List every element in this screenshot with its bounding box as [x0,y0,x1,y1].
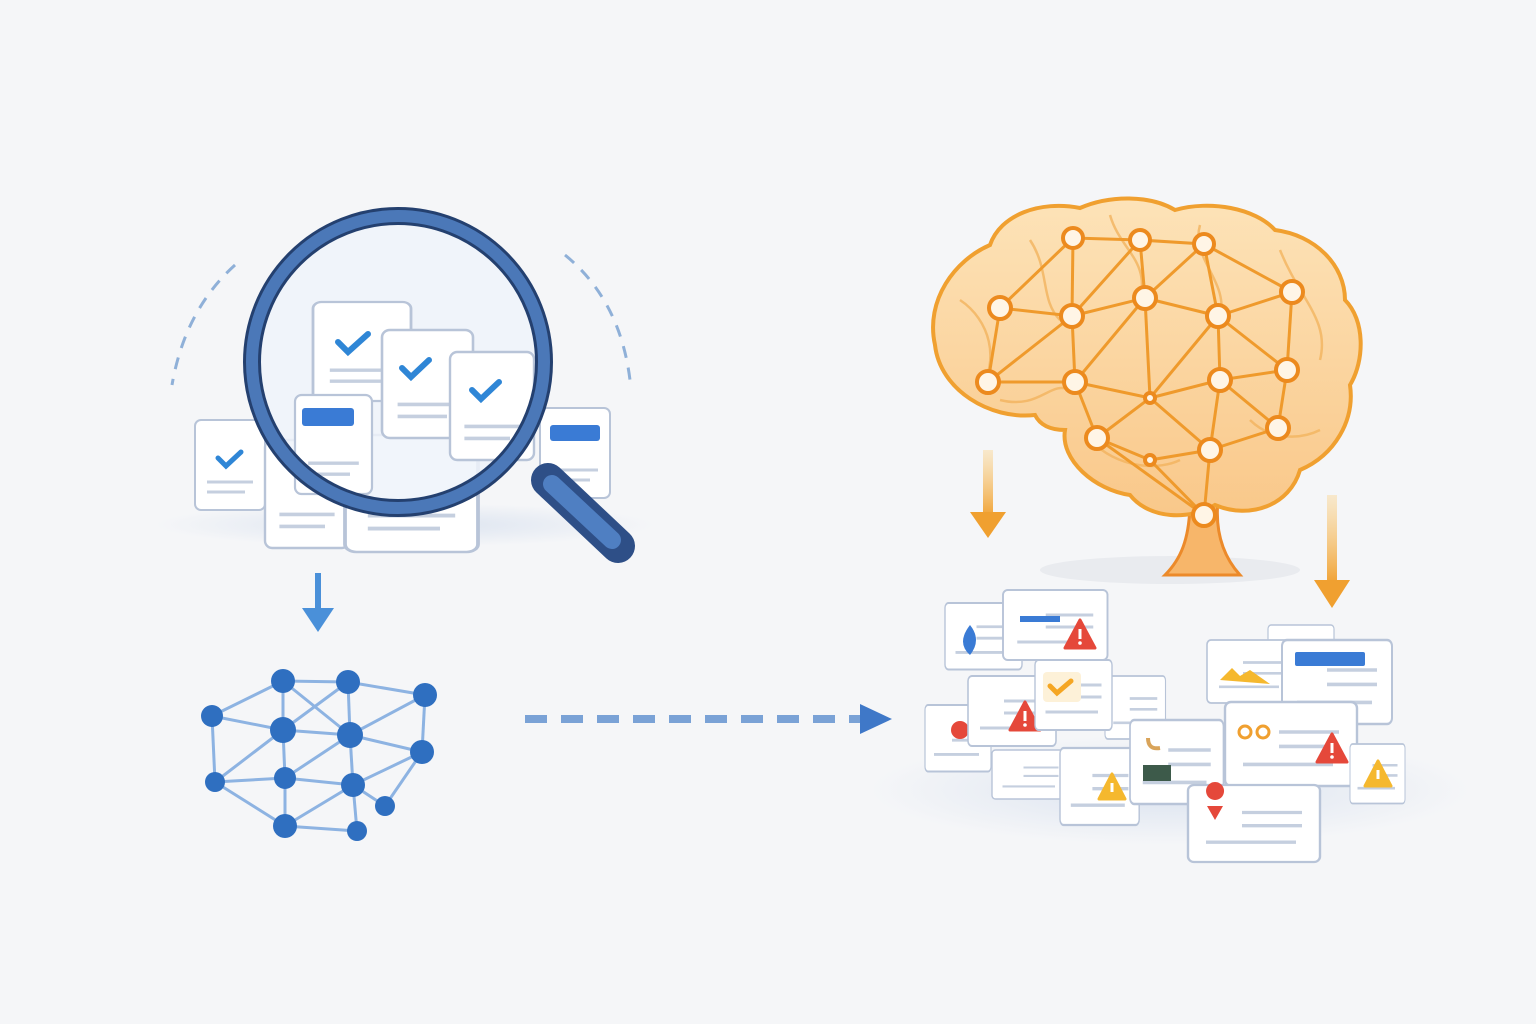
graph-node [337,722,363,748]
graph-edge [1148,315,1220,399]
graph-edge [1070,237,1075,317]
graph-node [1191,502,1217,528]
magnifier-documents-group [155,207,655,563]
graph-edge [352,750,423,787]
graph-node [1205,303,1231,329]
arrow-down-icon [970,450,1006,538]
graph-edge [282,680,349,732]
graph-edge [1285,291,1294,371]
graph-node [273,814,297,838]
graph-edge [1070,238,1142,318]
graph-edge [284,824,358,833]
document-card-warning [1348,742,1407,805]
graph-edge [214,728,284,784]
graph-node [1274,357,1300,383]
graph-node [1084,425,1110,451]
graph-node [1059,303,1085,329]
document-card [943,601,1024,671]
document-card [1128,718,1226,806]
graph-node [336,670,360,694]
graph-node [271,669,295,693]
graph-node [975,369,1001,395]
graph-edge [214,780,286,828]
graph-node [1143,391,1157,405]
graph-edge [349,693,426,737]
graph-node [413,683,437,707]
document-card-warning [1058,746,1141,827]
graph-node [1192,232,1216,256]
graph-edge [987,314,1073,384]
graph-node [205,772,225,792]
graph-edge [1073,297,1147,383]
graph-edge [1149,396,1211,452]
graph-node [1143,453,1157,467]
graph-node [347,821,367,841]
graph-node [1279,279,1305,305]
graph-node [1207,367,1233,393]
graph-node [270,717,296,743]
graph-node [410,740,434,764]
graph-node [1061,226,1085,250]
network-graph-icon [201,669,437,841]
document-check-icon [448,350,536,462]
document-card [990,748,1071,801]
graph-edge [211,679,284,718]
document-card [923,703,993,773]
document-card [1280,638,1394,726]
graph-edge [1143,297,1152,399]
graph-node [1128,228,1152,252]
graph-edge [210,715,217,783]
document-icon [538,406,612,500]
graph-node [341,773,365,797]
document-card [1205,638,1297,705]
graph-edge [284,783,354,828]
document-icon [293,393,374,496]
arrow-down-icon [1314,495,1350,608]
graph-edge [1096,436,1205,517]
dashed-arc-left [170,263,237,386]
graph-node [375,796,395,816]
graph-node [1197,437,1223,463]
graph-node [1265,415,1291,441]
graph-edge [1143,242,1206,300]
document-check-icon [380,328,475,440]
graph-edge [282,679,351,737]
brain-icon [931,196,1363,584]
document-card-check [1033,658,1114,732]
graph-node [1062,369,1088,395]
graph-node [201,705,223,727]
graph-edge [347,680,426,697]
document-card-warning [1223,700,1359,788]
document-card-warning [1001,588,1109,662]
graph-node [987,295,1013,321]
graph-edge [214,776,286,784]
dashed-arc-right [564,253,632,381]
document-card [1186,782,1322,864]
document-icon [193,418,267,512]
arrow-down-icon [302,573,334,632]
graph-node [1132,285,1158,311]
alert-documents-cluster [870,588,1470,864]
document-check-icon [313,302,411,401]
graph-edge [1217,314,1288,372]
graph-edge [998,236,1075,310]
dashed-arrow-right-icon [525,704,892,734]
graph-node [274,767,296,789]
graph-edge [1203,242,1293,294]
